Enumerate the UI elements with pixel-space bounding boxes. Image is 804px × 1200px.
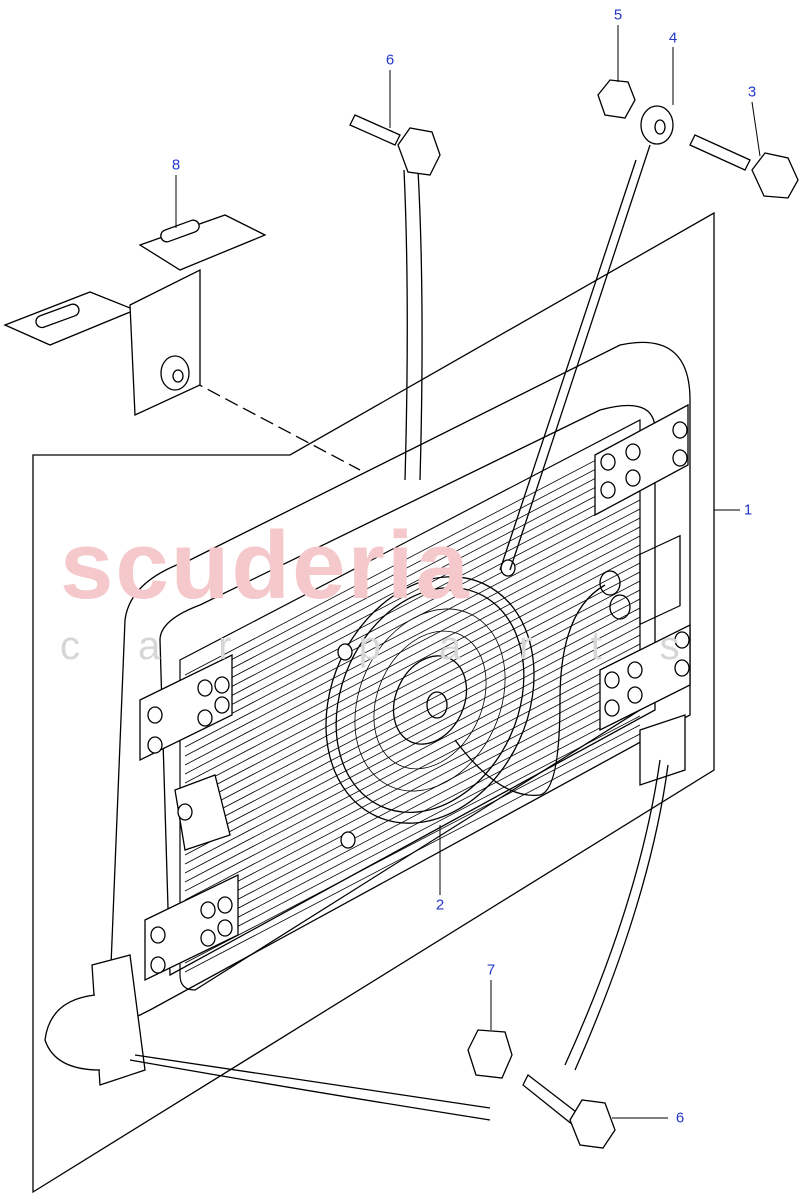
bolt-head-icon — [337, 643, 353, 661]
bracket-bolts — [147, 421, 690, 974]
core-fin — [184, 481, 641, 721]
callout-lines — [175, 25, 761, 1119]
bolt-head-icon — [217, 919, 233, 937]
core-fin — [184, 724, 641, 964]
bolt-head-icon — [214, 696, 230, 714]
dash-line — [189, 379, 361, 471]
core-fin — [184, 580, 641, 820]
leader-lines — [129, 144, 669, 1121]
bolt-head-icon — [625, 443, 641, 461]
core-fin — [184, 472, 641, 712]
bolt-head-icon — [200, 929, 216, 947]
core-fin — [184, 562, 641, 802]
bolt-head-icon — [604, 699, 620, 717]
fan-wire — [454, 584, 606, 797]
callout-3: 3 — [747, 83, 757, 101]
nut-7 — [467, 1029, 513, 1079]
core-fin — [184, 553, 641, 793]
bolt-head-icon — [150, 926, 166, 944]
bolt-head-icon — [672, 421, 688, 439]
callout-8: 8 — [171, 156, 181, 174]
core-fin — [184, 598, 641, 838]
bolt-head-icon — [672, 449, 688, 467]
callout-7: 7 — [486, 961, 496, 979]
callout-6-bottom: 6 — [675, 1109, 685, 1127]
bolt-head-icon — [625, 469, 641, 487]
bolt-head-icon — [627, 686, 643, 704]
core-fin — [184, 454, 641, 694]
core-fin — [184, 661, 641, 901]
core-fin — [184, 445, 641, 685]
core-fin — [184, 625, 641, 865]
bolt-head-icon — [600, 453, 616, 471]
core-fin — [184, 589, 641, 829]
bolt-head-icon — [674, 631, 690, 649]
callout-2: 2 — [435, 896, 445, 914]
fasteners — [349, 79, 799, 1149]
callout-6-top: 6 — [385, 51, 395, 69]
bolt-3 — [689, 134, 751, 171]
bolt-head-icon — [604, 671, 620, 689]
bolt-head-icon — [177, 803, 193, 821]
core-fin — [184, 517, 641, 757]
bolt-head-icon — [147, 736, 163, 754]
core-fin — [184, 652, 641, 892]
bolt-head-icon — [627, 661, 643, 679]
bolt-head-icon — [197, 679, 213, 697]
core-fin — [184, 535, 641, 775]
core-fin — [184, 490, 641, 730]
bolt-head-icon — [200, 901, 216, 919]
callout-4: 4 — [668, 29, 678, 47]
core-fin — [184, 571, 641, 811]
bolt-head-icon — [214, 676, 230, 694]
core-fin — [184, 670, 641, 910]
bolt-head-icon — [147, 706, 163, 724]
bolt-6-top — [349, 114, 401, 146]
core-fin — [184, 634, 641, 874]
core-fin — [184, 706, 641, 946]
nut-5 — [597, 79, 636, 119]
bolt-head-icon — [674, 659, 690, 677]
bracket-part-8 — [3, 214, 267, 416]
bolt-head-icon — [150, 956, 166, 974]
core-fin — [184, 607, 641, 847]
core-fin — [184, 715, 641, 955]
core-fin — [184, 526, 641, 766]
core-fin — [184, 679, 641, 919]
receiver — [44, 994, 101, 1071]
radiator-core — [184, 436, 641, 973]
mount-brackets — [91, 403, 691, 1086]
callout-1: 1 — [743, 501, 753, 519]
bolt-head-icon — [600, 481, 616, 499]
callout-5: 5 — [613, 6, 623, 24]
core-fin — [184, 643, 641, 883]
fan — [325, 576, 535, 824]
core-fin — [184, 688, 641, 928]
core-fin — [184, 463, 641, 703]
core-fin — [184, 697, 641, 937]
core-fin — [184, 616, 641, 856]
bolt-head-icon — [197, 709, 213, 727]
mounting-plane — [32, 211, 715, 1194]
bolt-head-icon — [340, 831, 356, 849]
core-fin — [184, 544, 641, 784]
bolt-head-icon — [217, 896, 233, 914]
core-fin — [184, 436, 641, 676]
core-fin — [184, 508, 641, 748]
pressure-switch — [599, 534, 681, 626]
